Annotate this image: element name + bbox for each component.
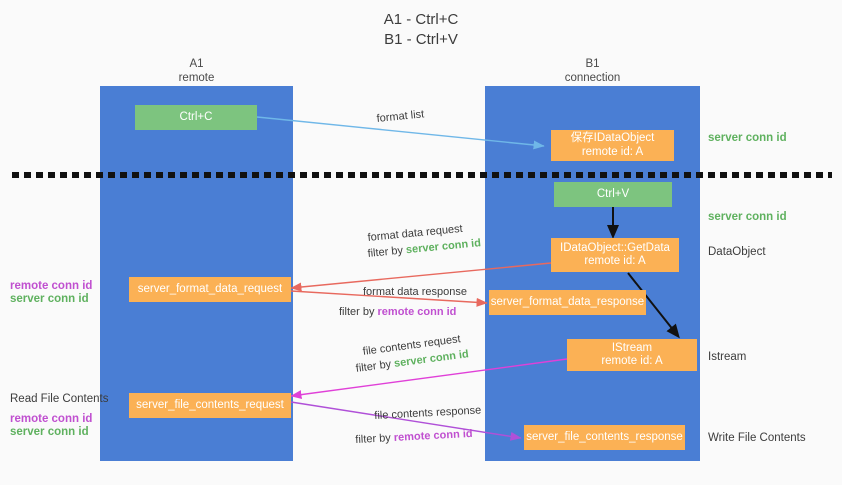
edge-label-format-data-response-filter: filter by remote conn id — [339, 305, 456, 319]
edge-label-format-list: format list — [376, 108, 425, 125]
edge-label-file-contents-response: file contents response — [374, 404, 482, 422]
box-getdata-line2: remote id: A — [584, 255, 646, 267]
box-server-file-contents-request[interactable]: server_file_contents_request — [129, 393, 291, 418]
label-remote-conn-id-2: remote conn id — [10, 413, 93, 425]
box-getdata-line1: IDataObject::GetData — [560, 241, 670, 254]
box-server-file-contents-response-label: server_file_contents_response — [526, 430, 683, 443]
box-istream-line2: remote id: A — [601, 355, 663, 367]
box-ctrl-v-label: Ctrl+V — [596, 187, 630, 200]
filter-prefix: filter by — [355, 358, 392, 375]
label-read-file-contents: Read File Contents — [10, 393, 109, 405]
column-header-b1: B1 connection — [485, 58, 700, 85]
box-ctrl-v[interactable]: Ctrl+V — [554, 182, 672, 207]
title-line-1: A1 - Ctrl+C — [383, 11, 459, 28]
filter-prefix: filter by — [339, 306, 375, 318]
box-server-format-data-request[interactable]: server_format_data_request — [129, 277, 291, 302]
title-line-2: B1 - Ctrl+V — [384, 31, 458, 48]
column-b1-name: B1 — [585, 58, 600, 70]
diagram-title: A1 - Ctrl+C B1 - Ctrl+V — [0, 10, 842, 50]
label-server-conn-id-1: server conn id — [10, 293, 89, 305]
dashed-separator — [12, 172, 832, 178]
column-b1-sub: connection — [564, 71, 621, 84]
filter-prefix: filter by — [355, 432, 392, 446]
label-dataobject: DataObject — [708, 246, 766, 258]
box-save-idataobject[interactable]: 保存IDataObject remote id: A — [551, 130, 674, 161]
box-server-file-contents-request-label: server_file_contents_request — [136, 398, 284, 411]
column-a1-name: A1 — [189, 58, 204, 70]
box-istream[interactable]: IStream remote id: A — [567, 339, 697, 371]
box-save-idataobject-line2: remote id: A — [581, 145, 644, 158]
label-write-file-contents: Write File Contents — [708, 432, 806, 444]
label-remote-conn-id-1: remote conn id — [10, 280, 93, 292]
box-server-file-contents-response[interactable]: server_file_contents_response — [524, 425, 685, 450]
column-a1-sub: remote — [178, 71, 215, 84]
column-header-a1: A1 remote — [100, 58, 293, 85]
box-server-format-data-response[interactable]: server_format_data_response — [489, 290, 646, 315]
box-ctrl-c[interactable]: Ctrl+C — [135, 105, 257, 130]
box-idataobject-getdata[interactable]: IDataObject::GetData remote id: A — [551, 238, 679, 272]
filter-value-remote-conn-id: remote conn id — [393, 427, 473, 444]
box-server-format-data-request-label: server_format_data_request — [137, 282, 283, 295]
box-save-idataobject-line1: 保存IDataObject — [570, 132, 655, 144]
filter-value-remote-conn-id: remote conn id — [377, 306, 457, 318]
edge-label-file-contents-response-filter: filter by remote conn id — [355, 427, 473, 447]
label-server-conn-id-top: server conn id — [708, 132, 787, 144]
box-istream-line1: IStream — [611, 341, 653, 354]
label-istream: Istream — [708, 351, 747, 363]
box-server-format-data-response-label: server_format_data_response — [490, 295, 645, 308]
filter-prefix: filter by — [367, 244, 404, 260]
label-server-conn-id-2: server conn id — [10, 426, 89, 438]
edge-label-format-data-response: format data response — [363, 286, 467, 298]
label-server-conn-id-mid: server conn id — [708, 211, 787, 223]
box-ctrl-c-label: Ctrl+C — [179, 110, 213, 123]
